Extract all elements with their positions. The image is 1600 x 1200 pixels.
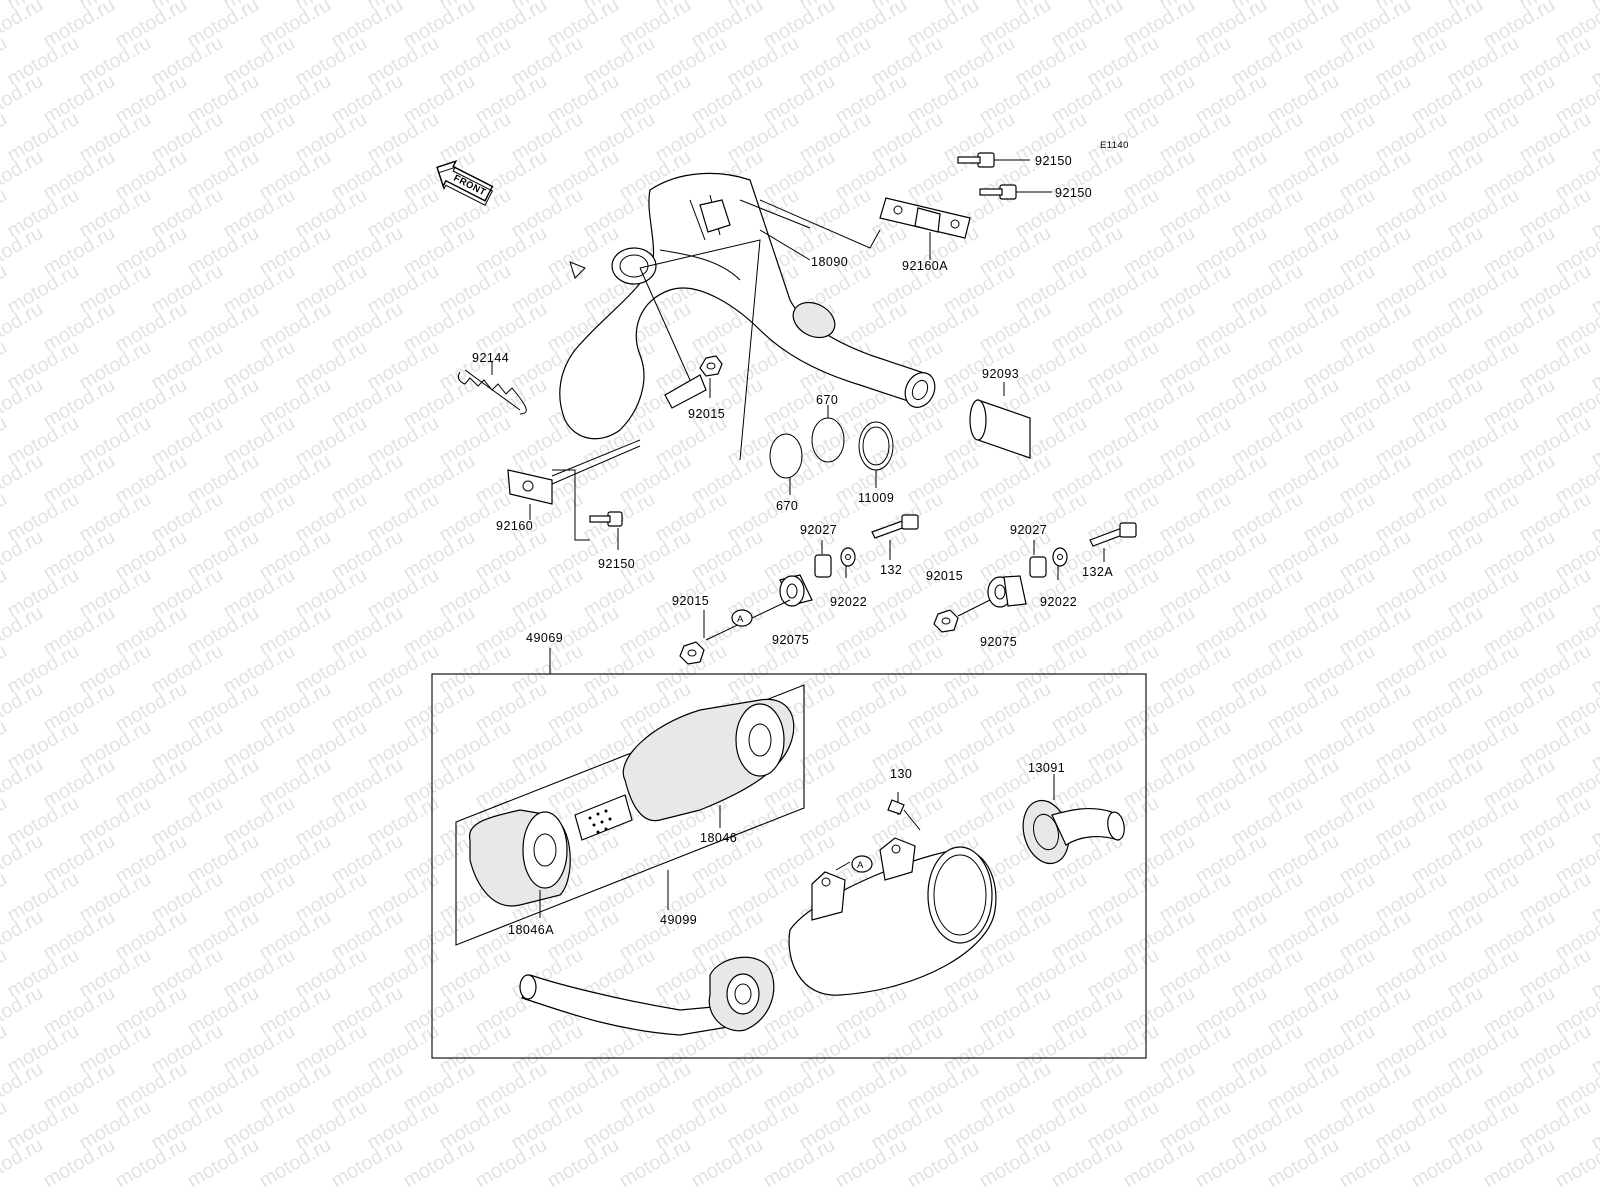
part-label-92022: 92022: [830, 595, 867, 609]
part-label-92027: 92027: [800, 523, 837, 537]
packing-18046: [622, 698, 795, 828]
gasket-11009: [858, 421, 894, 488]
bracket-92160A: [879, 197, 971, 260]
packing-18046A: [469, 809, 571, 918]
perforated-core: [574, 794, 633, 841]
ref-marker-a-lower: A: [851, 855, 873, 873]
part-labels: 92150 92150 92160A 18090 92144 92015 920…: [472, 154, 1113, 937]
part-label-92015: 92015: [688, 407, 725, 421]
part-label-92015: 92015: [672, 594, 709, 608]
expansion-chamber: [559, 172, 936, 440]
ref-marker-a-upper: A: [731, 609, 753, 627]
part-label-132: 132: [880, 563, 902, 577]
diagram-code: E1140: [1100, 140, 1129, 151]
o-ring-670-a: [769, 433, 803, 495]
part-label-92160A: 92160A: [902, 259, 948, 273]
part-label-92160: 92160: [496, 519, 533, 533]
svg-text:A: A: [737, 614, 744, 625]
part-label-18046: 18046: [700, 831, 737, 845]
part-label-92144: 92144: [472, 351, 509, 365]
part-label-18046A: 18046A: [508, 923, 554, 937]
part-label-11009: 11009: [858, 491, 894, 505]
bolt-92150-mid: [979, 184, 1052, 200]
silencer-body: [788, 792, 997, 996]
bracket-92160: [507, 439, 641, 541]
svg-text:A: A: [857, 860, 864, 871]
nut-92015-upper: [699, 355, 723, 398]
bolt-92150-lower: [589, 511, 623, 550]
part-label-92015: 92015: [926, 569, 963, 583]
part-label-92027: 92027: [1010, 523, 1047, 537]
part-label-92150: 92150: [598, 557, 635, 571]
part-label-92093: 92093: [982, 367, 1019, 381]
inlet-pipe: [519, 956, 775, 1036]
mount-set-right: [933, 522, 1137, 633]
part-label-49099: 49099: [660, 913, 697, 927]
part-label-49069: 49069: [526, 631, 563, 645]
part-label-92150: 92150: [1055, 186, 1092, 200]
part-label-92150: 92150: [1035, 154, 1072, 168]
part-label-13091: 13091: [1028, 761, 1065, 775]
part-label-92075: 92075: [980, 635, 1017, 649]
part-label-132A: 132A: [1082, 565, 1113, 579]
end-cap-13091: [1022, 774, 1125, 865]
assembly-box-49069: [431, 673, 1147, 1059]
o-ring-670-b: [811, 405, 845, 463]
part-label-670: 670: [776, 499, 798, 513]
sleeve-92093: [969, 382, 1031, 459]
part-label-18090: 18090: [811, 255, 848, 269]
part-label-92022: 92022: [1040, 595, 1077, 609]
spring-92144: [457, 362, 527, 415]
part-label-130: 130: [890, 767, 912, 781]
part-label-670: 670: [816, 393, 838, 407]
bolt-92150-top: [957, 152, 1030, 168]
mount-set-left: [679, 514, 919, 665]
part-label-92075: 92075: [772, 633, 809, 647]
